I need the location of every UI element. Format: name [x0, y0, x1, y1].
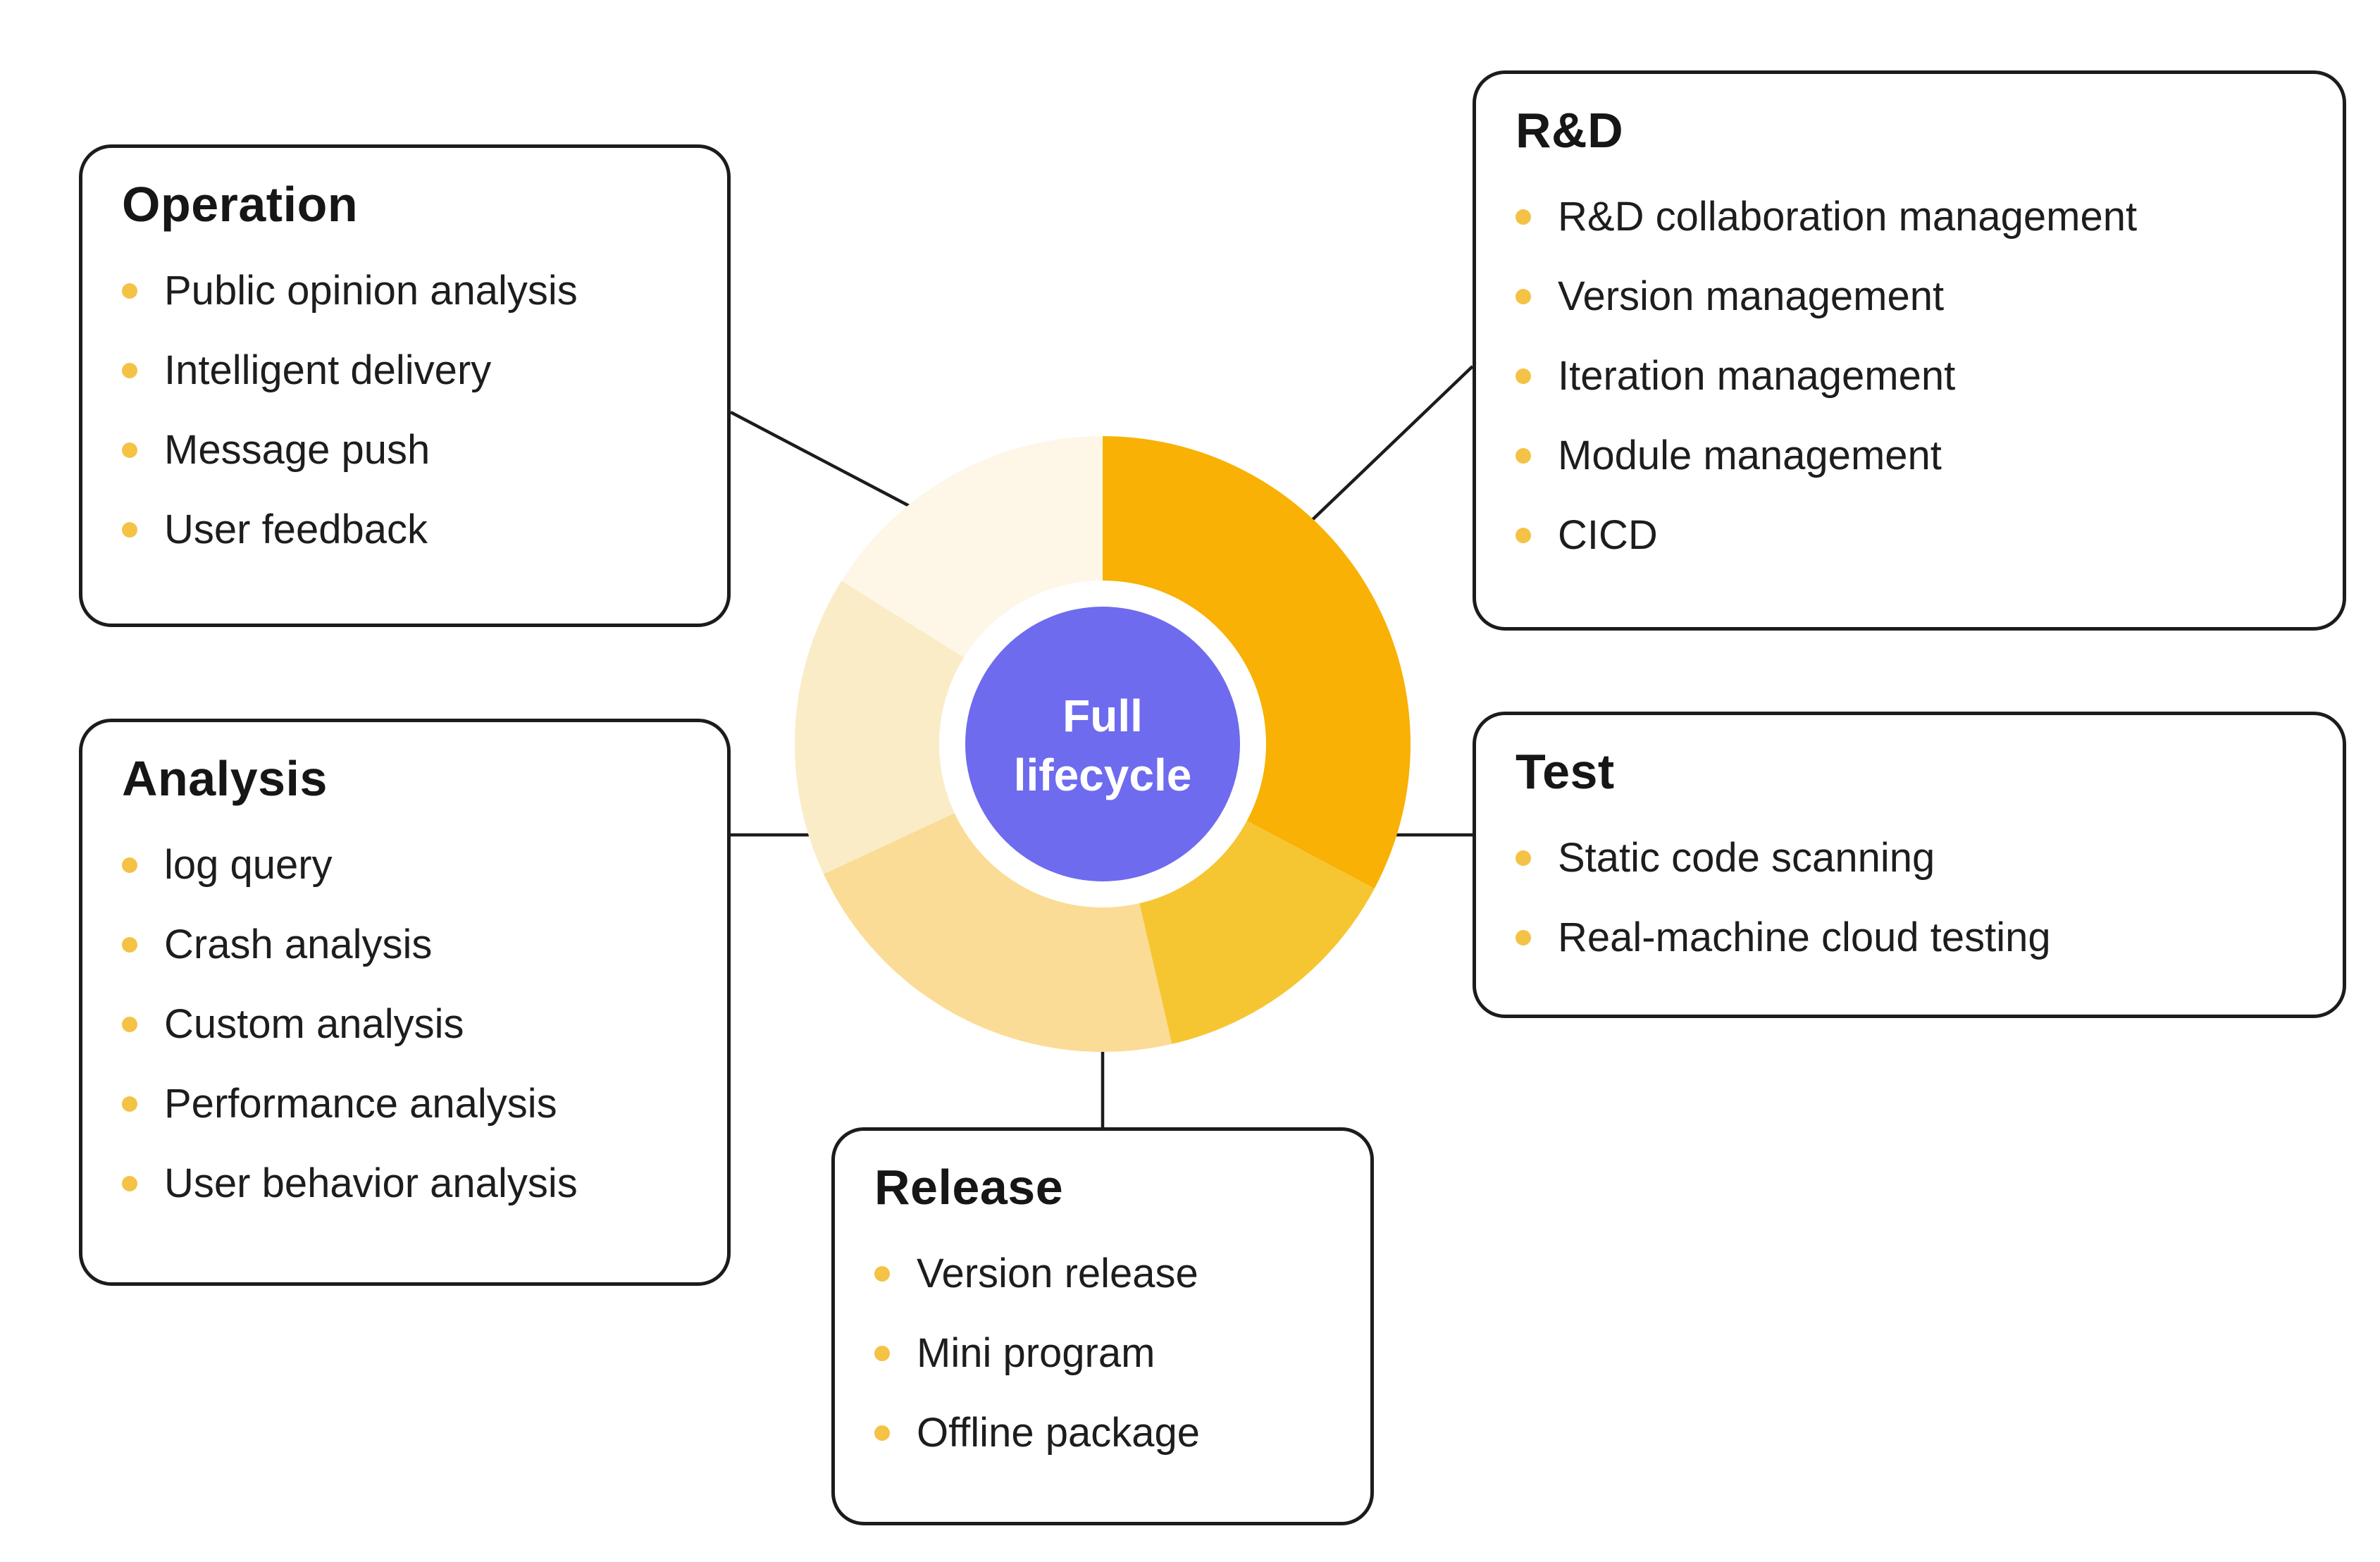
item-label: Intelligent delivery [164, 347, 492, 393]
list-item: User behavior analysis [122, 1143, 688, 1223]
list-item: Module management [1516, 416, 2303, 495]
bullet-icon [874, 1345, 890, 1361]
item-label: Version management [1558, 273, 1945, 319]
item-label: Module management [1558, 433, 1942, 478]
list-item: Version release [874, 1234, 1331, 1313]
item-label: CICD [1558, 512, 1658, 558]
bullet-icon [874, 1265, 890, 1282]
bullet-icon [874, 1425, 890, 1441]
lifecycle-donut [795, 436, 1411, 1052]
list-item: R&D collaboration management [1516, 177, 2303, 256]
donut-segment-operation [841, 436, 1103, 658]
item-label: Iteration management [1558, 353, 1956, 399]
list-item: Crash analysis [122, 905, 688, 984]
bullet-icon [122, 283, 137, 299]
list-item: Mini program [874, 1313, 1331, 1393]
item-label: Crash analysis [164, 922, 433, 967]
rd-title: R&D [1516, 103, 1624, 158]
list-item: Custom analysis [122, 984, 688, 1064]
connector-rd [1303, 365, 1474, 528]
item-label: Real-machine cloud testing [1558, 915, 2051, 960]
bullet-icon [122, 936, 137, 953]
item-label: Static code scanning [1558, 835, 1935, 881]
bullet-icon [122, 521, 137, 538]
donut-segment-release [823, 813, 1172, 1052]
center-label-line2: lifecycle [1014, 750, 1192, 800]
test-title: Test [1516, 744, 1615, 799]
bullet-icon [122, 1016, 137, 1032]
bullet-icon [122, 362, 137, 378]
bullet-icon [122, 442, 137, 458]
list-item: log query [122, 825, 688, 905]
list-item: Static code scanning [1516, 818, 2303, 898]
item-label: Public opinion analysis [164, 268, 578, 314]
bullet-icon [122, 1175, 137, 1191]
item-label: Offline package [917, 1410, 1200, 1456]
list-item: Iteration management [1516, 336, 2303, 416]
bullet-icon [1516, 850, 1531, 866]
item-label: User feedback [164, 507, 428, 552]
item-label: Version release [917, 1251, 1198, 1296]
donut-segment-test [1139, 820, 1375, 1044]
item-label: Mini program [917, 1330, 1155, 1376]
center-label-line1: Full [1062, 690, 1143, 741]
connector-operation [729, 411, 916, 510]
release-title: Release [874, 1160, 1064, 1215]
bullet-icon [1516, 527, 1531, 543]
item-label: R&D collaboration management [1558, 194, 2138, 240]
list-item: Performance analysis [122, 1064, 688, 1143]
bullet-icon [1516, 288, 1531, 304]
bullet-icon [1516, 447, 1531, 464]
item-label: Performance analysis [164, 1081, 557, 1127]
item-label: Message push [164, 427, 430, 473]
bullet-icon [122, 1096, 137, 1112]
bullet-icon [1516, 209, 1531, 225]
analysis-title: Analysis [122, 751, 328, 806]
donut-segment-analysis [795, 581, 965, 874]
list-item: CICD [1516, 495, 2303, 575]
list-item: Offline package [874, 1393, 1331, 1473]
item-label: Custom analysis [164, 1001, 464, 1047]
operation-title: Operation [122, 177, 359, 232]
list-item: Real-machine cloud testing [1516, 898, 2303, 977]
item-label: User behavior analysis [164, 1160, 578, 1206]
list-item: User feedback [122, 490, 688, 569]
bullet-icon [122, 857, 137, 873]
list-item: Intelligent delivery [122, 330, 688, 410]
bullet-icon [1516, 929, 1531, 946]
donut-segment-rd [1103, 436, 1411, 889]
list-item: Public opinion analysis [122, 251, 688, 330]
list-item: Message push [122, 410, 688, 490]
center-badge [965, 607, 1240, 881]
connector-lines [729, 365, 1474, 1127]
list-item: Version management [1516, 256, 2303, 336]
item-label: log query [164, 842, 333, 888]
bullet-icon [1516, 368, 1531, 384]
